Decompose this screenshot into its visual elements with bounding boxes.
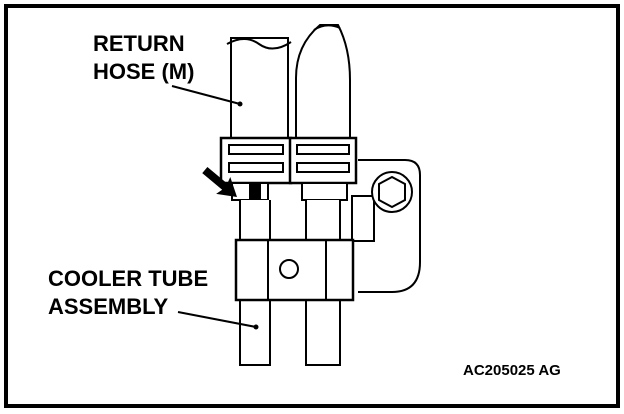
fitting-marking bbox=[249, 183, 261, 200]
pointer-arrow-icon bbox=[202, 166, 237, 197]
right-hose bbox=[295, 24, 351, 138]
cooler-tube-label-line-1: COOLER TUBE bbox=[48, 266, 209, 291]
return-hose-label: RETURN HOSE (M) bbox=[93, 30, 194, 86]
figure-frame bbox=[4, 4, 620, 408]
figure-code: AC205025 AG bbox=[463, 362, 561, 379]
return-hose-label-line-2: HOSE (M) bbox=[93, 59, 195, 84]
left-hose-clamp bbox=[219, 136, 293, 185]
bracket-plate bbox=[351, 195, 375, 242]
right-hose-break bbox=[313, 24, 341, 31]
return-hose bbox=[230, 37, 289, 138]
right-hose-clamp bbox=[288, 136, 358, 185]
return-hose-label-line-1: RETURN bbox=[93, 31, 185, 56]
cooler-tube-label: COOLER TUBE ASSEMBLY bbox=[48, 265, 208, 321]
return-hose-leader bbox=[171, 85, 241, 105]
right-tube-fitting bbox=[301, 182, 348, 201]
bracket-bolt-hex bbox=[378, 175, 406, 209]
cooler-tube-label-line-2: ASSEMBLY bbox=[48, 294, 169, 319]
cooler-tube-leader bbox=[177, 311, 257, 328]
return-hose-break bbox=[226, 38, 292, 50]
holder-bolt-hole bbox=[279, 259, 299, 279]
